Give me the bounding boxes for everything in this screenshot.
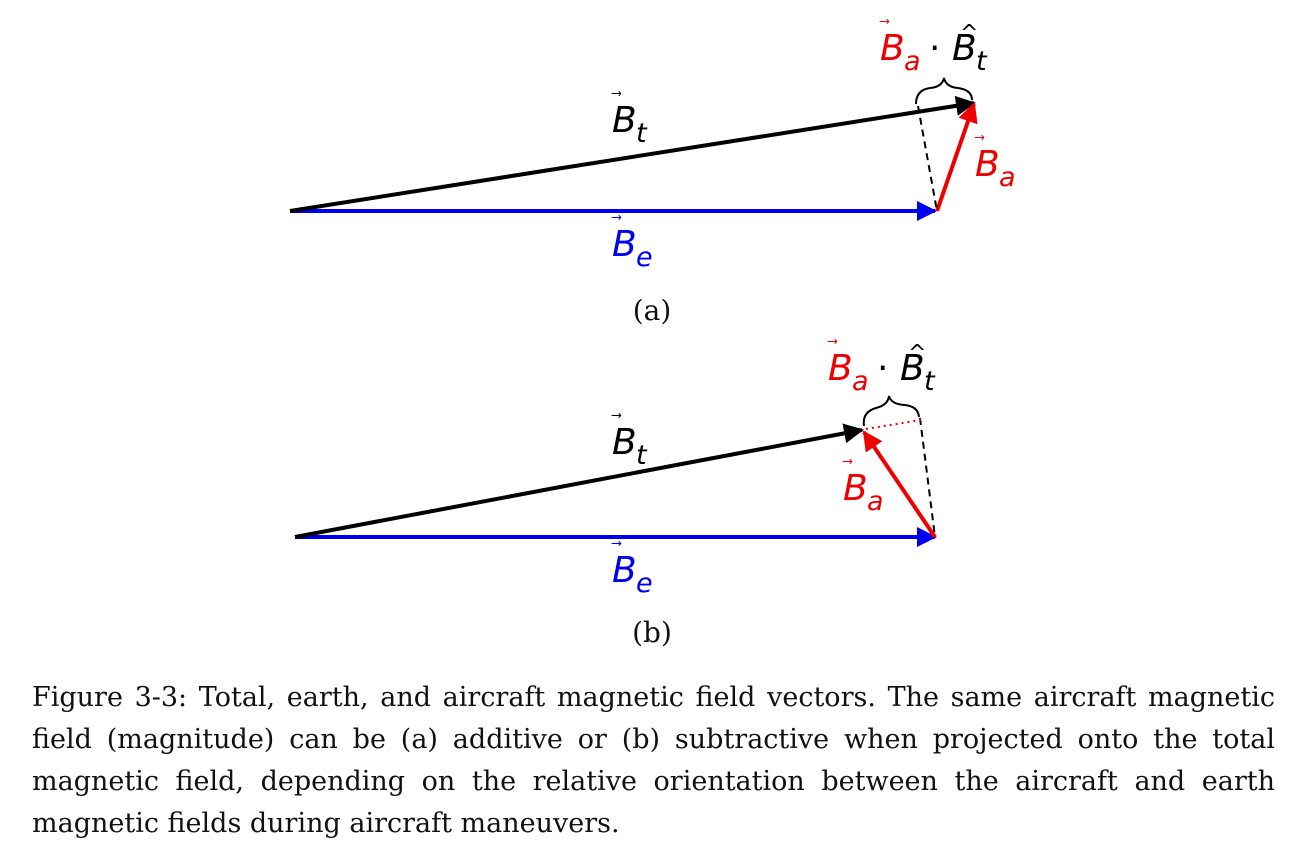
label-total-b: ⃗ B t	[611, 413, 648, 471]
projection-dashed-line-a	[917, 105, 938, 212]
svg-text:t: t	[636, 118, 648, 149]
svg-text:t: t	[976, 46, 988, 77]
svg-text:⃗: ⃗	[842, 459, 853, 464]
projection-dotted-extension-b	[865, 419, 922, 430]
label-earth-b: ⃗ B e	[611, 541, 653, 599]
svg-text:B: B	[612, 100, 637, 141]
svg-text:B: B	[880, 28, 905, 69]
svg-text:⃗: ⃗	[974, 135, 985, 140]
panel-label-b: (b)	[632, 616, 672, 649]
svg-text:t: t	[636, 440, 648, 471]
projection-brace-a	[915, 77, 973, 105]
svg-text:a: a	[852, 366, 869, 397]
projection-dashed-line-b	[919, 417, 936, 538]
svg-text:B: B	[612, 422, 637, 463]
svg-text:^: ^	[960, 21, 978, 46]
svg-text:⃗: ⃗	[611, 215, 622, 220]
svg-text:^: ^	[908, 341, 926, 366]
total-field-vector-b	[294, 423, 864, 539]
label-projection-a: ⃗ B a · ^ B t	[879, 19, 988, 77]
svg-text:B: B	[975, 144, 1000, 185]
svg-text:B: B	[828, 348, 853, 389]
label-total-a: ⃗ B t	[611, 91, 648, 149]
svg-text:B: B	[952, 28, 977, 69]
svg-text:⃗: ⃗	[611, 413, 622, 418]
svg-text:⃗: ⃗	[611, 91, 622, 96]
svg-text:⃗: ⃗	[879, 19, 890, 24]
svg-text:t: t	[924, 366, 936, 397]
svg-text:·: ·	[929, 28, 940, 69]
svg-text:·: ·	[877, 348, 888, 389]
panel-a: ⃗ B t ⃗ B e ⃗ B a ⃗ B a · ^ B t (a)	[289, 19, 1016, 327]
label-aircraft-b: ⃗ B a	[842, 459, 884, 517]
projection-brace-b	[862, 395, 920, 427]
svg-text:e: e	[636, 242, 653, 273]
panel-label-a: (a)	[633, 294, 672, 327]
panel-b: ⃗ B t ⃗ B e ⃗ B a ⃗ B a · ^ B t (b)	[294, 339, 937, 649]
label-earth-a: ⃗ B e	[611, 215, 653, 273]
figure-caption: Figure 3-3: Total, earth, and aircraft m…	[32, 682, 1275, 839]
label-aircraft-a: ⃗ B a	[974, 135, 1016, 193]
svg-text:a: a	[999, 162, 1016, 193]
label-projection-b: ⃗ B a · ^ B t	[827, 339, 936, 397]
svg-text:⃗: ⃗	[827, 339, 838, 344]
svg-text:B: B	[900, 348, 925, 389]
svg-text:B: B	[612, 550, 637, 591]
svg-text:B: B	[843, 468, 868, 509]
svg-text:a: a	[867, 486, 884, 517]
svg-text:e: e	[636, 568, 653, 599]
aircraft-field-vector-b	[862, 430, 937, 539]
svg-text:⃗: ⃗	[611, 541, 622, 546]
vector-diagram: ⃗ B t ⃗ B e ⃗ B a ⃗ B a · ^ B t (a)	[289, 19, 1016, 649]
svg-text:a: a	[904, 46, 921, 77]
svg-text:B: B	[612, 224, 637, 265]
aircraft-field-vector-a	[935, 102, 978, 212]
total-field-vector-a	[289, 95, 976, 213]
